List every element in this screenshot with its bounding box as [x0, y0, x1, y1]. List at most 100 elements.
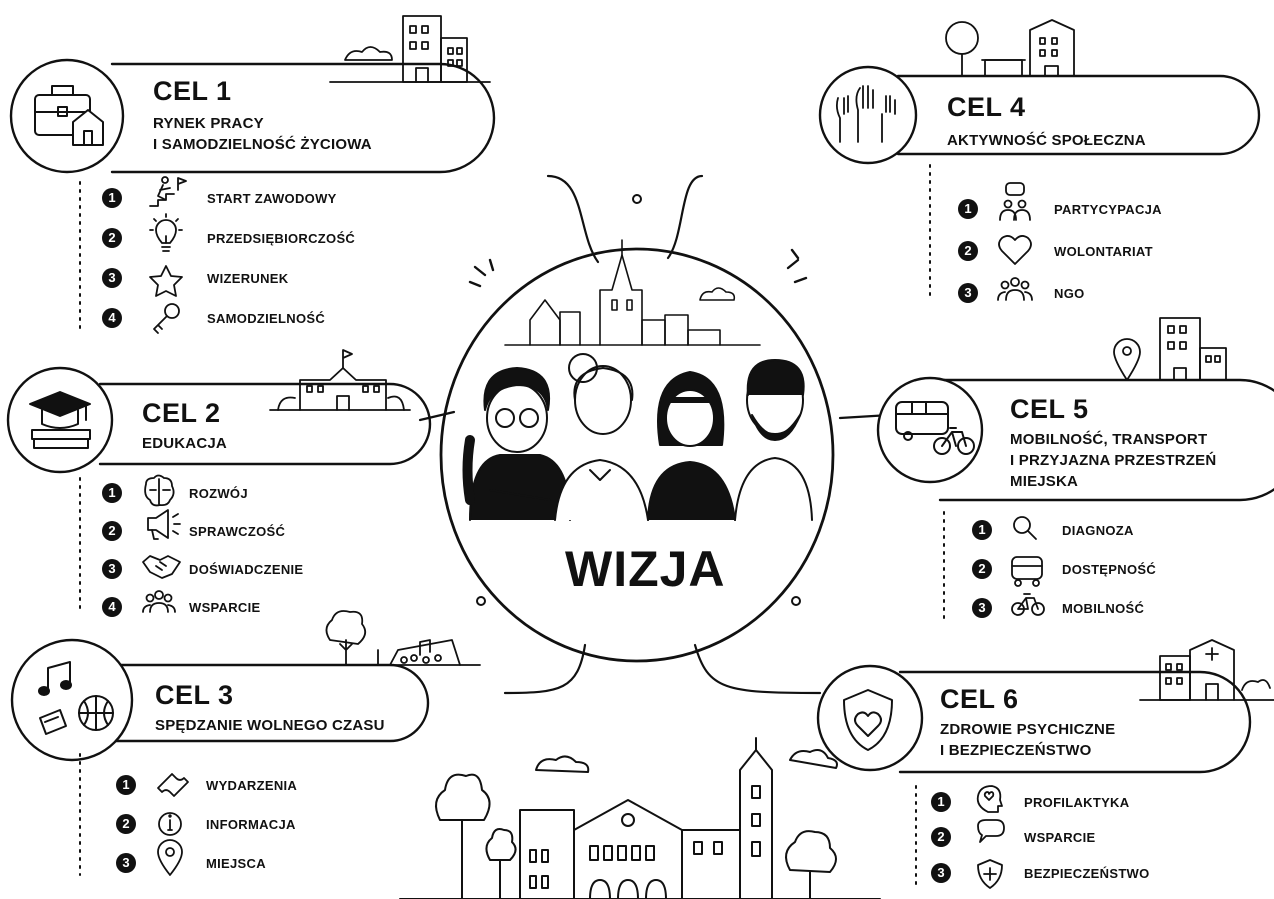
- cel6-title: CEL 6: [940, 684, 1019, 714]
- item-number: 4: [102, 308, 122, 328]
- cel1-item-icons: [149, 176, 187, 334]
- item-number: 2: [102, 228, 122, 248]
- item-label: SPRAWCZOŚĆ: [189, 524, 286, 539]
- lightbulb-icon: [149, 213, 183, 252]
- cel5-item-icons: [1011, 516, 1045, 616]
- item-label: PARTYCYPACJA: [1054, 202, 1162, 217]
- cel3-subtitle: SPĘDZANIE WOLNEGO CZASU: [155, 717, 385, 734]
- buildings-cel1: [329, 15, 491, 83]
- item-label: NGO: [1054, 286, 1085, 301]
- cel5-subtitle-line: MIEJSKA: [1010, 473, 1079, 490]
- town-skyline-bottom: [399, 737, 881, 899]
- cel5-header: [876, 376, 1274, 502]
- magnifier-icon: [1013, 516, 1037, 540]
- cel5-subtitle: MOBILNOŚĆ, TRANSPORT I PRZYJAZNA PRZESTR…: [1010, 429, 1216, 492]
- city-skyline-drawing: [504, 239, 761, 346]
- item-label: SAMODZIELNOŚĆ: [207, 311, 326, 326]
- group-icon-cel2: [142, 590, 176, 613]
- cel3-title: CEL 3: [155, 680, 234, 710]
- hospital-building-icon: [1139, 639, 1274, 701]
- wizja-title: WIZJA: [565, 541, 726, 597]
- map-pin-icon: [157, 839, 183, 876]
- cel3-item-icons: [157, 773, 189, 876]
- heart-icon: [998, 235, 1032, 265]
- running-stairs-icon: [149, 176, 187, 207]
- vision-circle: [439, 239, 835, 663]
- sparkle-marks: [468, 248, 808, 288]
- people-speech-icon: [999, 182, 1031, 221]
- item-label: START ZAWODOWY: [207, 191, 337, 206]
- shield-heart-icon: [843, 689, 893, 751]
- cel1-subtitle: RYNEK PRACY I SAMODZIELNOŚĆ ŻYCIOWA: [153, 113, 372, 155]
- item-number: 1: [958, 199, 978, 219]
- item-label: WYDARZENIA: [206, 778, 298, 793]
- item-label: INFORMACJA: [206, 817, 296, 832]
- item-number: 1: [972, 520, 992, 540]
- graduation-cap-books-icon: [29, 391, 91, 449]
- cel5-subtitle-line: MOBILNOŚĆ, TRANSPORT: [1010, 431, 1208, 448]
- ticket-icon: [157, 773, 189, 797]
- item-number: 3: [958, 283, 978, 303]
- item-number: 3: [931, 863, 951, 883]
- item-label: MIEJSCA: [206, 856, 266, 871]
- park-event-icon: [319, 610, 481, 666]
- cel6-subtitle-line: ZDROWIE PSYCHICZNE: [940, 721, 1116, 738]
- cel4-subtitle: AKTYWNOŚĆ SPOŁECZNA: [947, 132, 1146, 149]
- head-heart-icon: [976, 785, 1003, 813]
- item-number: 3: [116, 853, 136, 873]
- item-label: MOBILNOŚĆ: [1062, 601, 1145, 616]
- briefcase-house-icon: [34, 85, 104, 146]
- item-label: BEZPIECZEŃSTWO: [1024, 866, 1150, 881]
- key-icon: [153, 303, 180, 334]
- item-number: 2: [958, 241, 978, 261]
- cel3-header: [10, 638, 430, 762]
- cel4-title: CEL 4: [947, 92, 1026, 122]
- cel6-header: [816, 664, 1252, 774]
- item-label: WSPARCIE: [189, 600, 261, 615]
- item-label: PRZEDSIĘBIORCZOŚĆ: [207, 231, 356, 246]
- connector-lines: [418, 174, 892, 695]
- buildings-cel4: [929, 19, 1091, 77]
- decor-dots: [476, 194, 801, 606]
- item-number: 1: [116, 775, 136, 795]
- item-number: 3: [102, 559, 122, 579]
- bicycle-icon: [1011, 593, 1045, 616]
- people-illustration: [462, 353, 813, 521]
- buildings-cel5: [1099, 317, 1241, 381]
- info-icon: [158, 812, 182, 836]
- brain-icon: [144, 474, 175, 507]
- speech-bubble-icon: [977, 819, 1005, 843]
- megaphone-icon: [147, 509, 181, 540]
- cel2-subtitle: EDUKACJA: [142, 435, 227, 452]
- item-label: DOSTĘPNOŚĆ: [1062, 562, 1157, 577]
- group-icon-cel4: [997, 277, 1033, 301]
- cel1-title: CEL 1: [153, 76, 232, 106]
- school-building-icon: [269, 349, 411, 411]
- cel4-header: [818, 65, 1261, 165]
- item-number: 2: [116, 814, 136, 834]
- item-number: 3: [972, 598, 992, 618]
- cel6-item-icons: [976, 785, 1005, 889]
- bus-icon: [1011, 556, 1043, 587]
- bus-bike-icon: [895, 401, 975, 455]
- item-number: 1: [102, 188, 122, 208]
- item-number: 2: [102, 521, 122, 541]
- cel2-item-icons: [142, 474, 181, 613]
- item-number: 1: [931, 792, 951, 812]
- handshake-icon: [142, 555, 181, 579]
- item-number: 3: [102, 268, 122, 288]
- cel5-title: CEL 5: [1010, 394, 1089, 424]
- cel6-subtitle: ZDROWIE PSYCHICZNE I BEZPIECZEŃSTWO: [940, 719, 1115, 761]
- item-label: WOLONTARIAT: [1054, 244, 1153, 259]
- cel5-subtitle-line: I PRZYJAZNA PRZESTRZEŃ: [1010, 452, 1217, 469]
- item-label: PROFILAKTYKA: [1024, 795, 1130, 810]
- raised-hands-icon: [835, 85, 896, 143]
- cel2-title: CEL 2: [142, 398, 221, 428]
- item-number: 2: [931, 827, 951, 847]
- item-number: 2: [972, 559, 992, 579]
- star-icon: [149, 265, 183, 297]
- cel1-subtitle-line: I SAMODZIELNOŚĆ ŻYCIOWA: [153, 136, 372, 153]
- cel4-item-icons: [997, 182, 1033, 301]
- item-label: ROZWÓJ: [189, 486, 248, 501]
- item-number: 4: [102, 597, 122, 617]
